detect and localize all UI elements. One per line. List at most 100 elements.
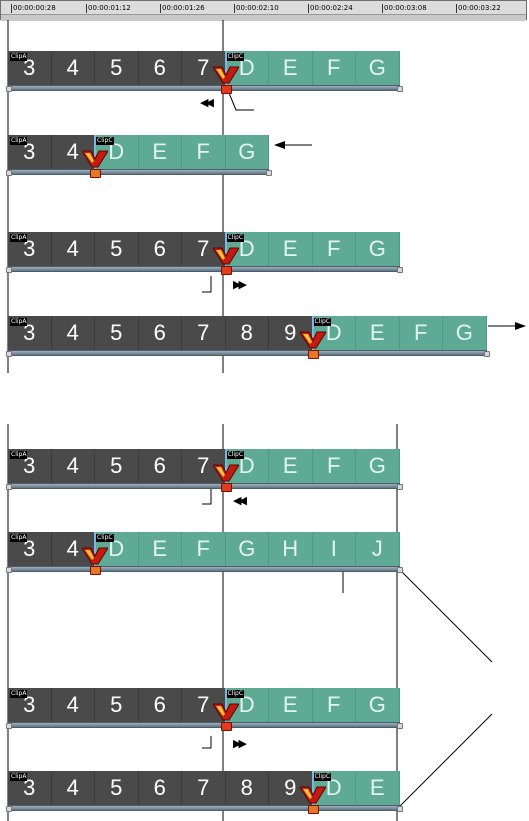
callout-line (202, 736, 212, 749)
bar-end-handle[interactable] (6, 86, 12, 92)
scroll-bar[interactable] (8, 85, 400, 91)
trim-handle[interactable] (90, 169, 101, 178)
bar-end-handle[interactable] (396, 806, 403, 812)
clip-c-frame: D (313, 316, 356, 350)
trim-handle[interactable] (220, 266, 232, 275)
clip-c-frame: E (356, 771, 400, 805)
ruler-timecode: 00:00:03:22 (456, 4, 501, 13)
fast-forward-icon[interactable]: ▶▶ (233, 278, 247, 291)
clip-a-frame: 4 (52, 51, 95, 85)
bar-end-handle[interactable] (6, 806, 12, 812)
bar-end-handle[interactable] (396, 567, 403, 573)
clip-a-label: ClipA (10, 53, 28, 61)
trim-marker-icon[interactable] (212, 242, 239, 266)
trim-marker-icon[interactable] (212, 61, 239, 85)
bar-end-handle[interactable] (6, 170, 12, 176)
clip-c-frame: G (356, 232, 400, 266)
bar-end-handle[interactable] (396, 484, 403, 490)
bar-end-handle[interactable] (6, 351, 12, 357)
clip-c-frame: F (182, 135, 226, 169)
trim-handle[interactable] (220, 483, 232, 492)
clip-c-frame: G (356, 688, 400, 722)
clip-c-frame: H (269, 532, 313, 566)
clip-a-frame: 4 (52, 771, 95, 805)
bar-end-handle[interactable] (6, 723, 12, 729)
scroll-bar[interactable] (8, 722, 400, 728)
clip-a-frame: 5 (95, 449, 139, 483)
clip-a-frame: 4 (52, 449, 95, 483)
trim-marker-icon[interactable] (299, 326, 326, 350)
rewind-icon[interactable]: ◀◀ (233, 494, 247, 507)
cut-point (224, 688, 227, 722)
rewind-icon[interactable]: ◀◀ (200, 96, 214, 109)
trim-marker-icon[interactable] (299, 781, 326, 805)
callout-line (397, 713, 493, 809)
clip-c-frame: D (226, 51, 269, 85)
bar-end-handle[interactable] (483, 351, 490, 357)
trim-handle[interactable] (90, 566, 101, 575)
trim-marker-icon[interactable] (212, 459, 239, 483)
bar-end-handle[interactable] (396, 723, 403, 729)
trim-handle[interactable] (307, 805, 319, 814)
clip-c-frame: I (313, 532, 356, 566)
trim-handle[interactable] (220, 85, 232, 94)
clip-c-frame: G (443, 316, 487, 350)
clip-c-frame: J (356, 532, 400, 566)
callout-line (202, 276, 212, 293)
trim-handle[interactable] (307, 350, 319, 359)
trim-marker-icon[interactable] (82, 542, 108, 566)
scroll-bar[interactable] (8, 266, 400, 272)
clip-c-frame: E (269, 232, 313, 266)
callout-line (228, 92, 254, 111)
trim-marker-icon[interactable] (82, 145, 108, 169)
bar-end-handle[interactable] (6, 267, 12, 273)
bar-end-handle[interactable] (6, 484, 12, 490)
scroll-bar[interactable] (8, 350, 487, 356)
trim-handle[interactable] (220, 722, 232, 731)
bar-end-handle[interactable] (396, 86, 403, 92)
clip-c-frame: D (226, 688, 269, 722)
trim-marker-icon[interactable] (212, 698, 239, 722)
bar-end-handle[interactable] (6, 567, 12, 573)
bar-end-handle[interactable] (396, 267, 403, 273)
clip-c-label: ClipC (96, 534, 114, 542)
bar-end-handle[interactable] (266, 170, 272, 176)
scroll-bar[interactable] (8, 566, 400, 572)
clip-c-label: ClipC (313, 773, 332, 781)
timeline-ruler[interactable]: 00:00:00:28 00:00:01:12 00:00:01:26 00:0… (0, 0, 527, 21)
clip-c-label: ClipC (226, 234, 245, 242)
clip-c-frame: G (226, 135, 269, 169)
clip-a-frame: 6 (139, 771, 182, 805)
clip-a-label: ClipA (10, 690, 28, 698)
scroll-bar[interactable] (8, 805, 400, 811)
clip-a-frame: 6 (139, 316, 182, 350)
clip-a-frame: 6 (139, 688, 182, 722)
scroll-bar[interactable] (8, 483, 400, 489)
clip-c-frame: F (313, 688, 356, 722)
scroll-bar[interactable] (8, 169, 269, 175)
fast-forward-icon[interactable]: ▶▶ (233, 737, 247, 750)
clip-a-frame: 5 (95, 232, 139, 266)
clip-c-frame: G (356, 51, 400, 85)
clip-a-frame: 5 (95, 316, 139, 350)
